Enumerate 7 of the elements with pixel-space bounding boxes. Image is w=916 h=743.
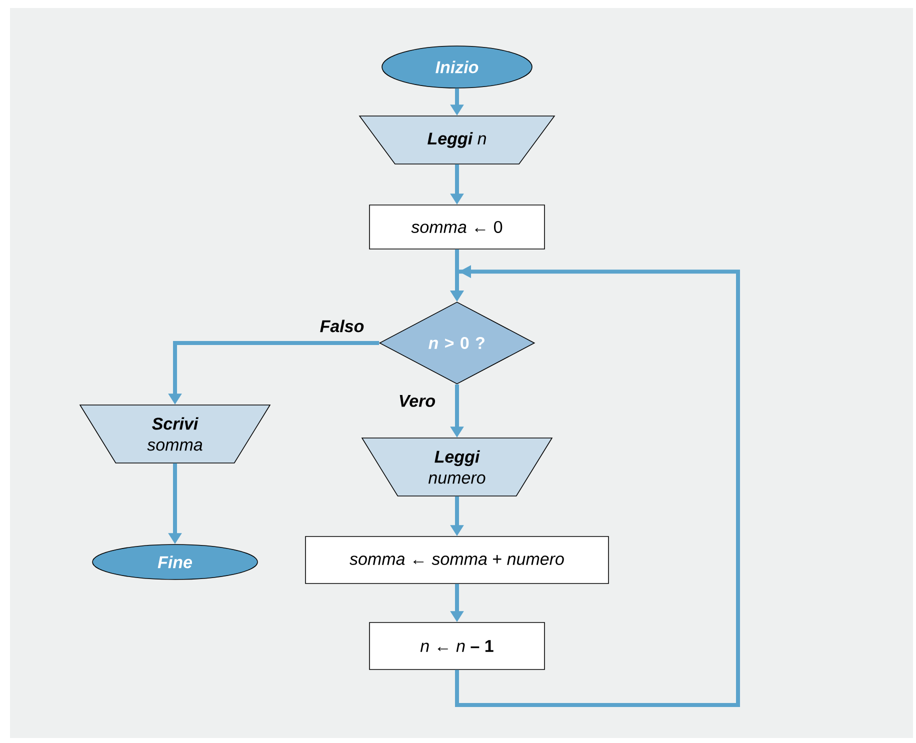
process-box: n ← n – 1	[369, 622, 545, 670]
process-box: somma ← somma + numero	[305, 536, 609, 584]
terminal-oval: Fine	[92, 544, 258, 580]
edge-label: Vero	[397, 394, 437, 408]
terminal-oval: Inizio	[382, 46, 532, 88]
process-box: somma ← 0	[369, 204, 545, 250]
edge-label: Falso	[318, 318, 366, 334]
